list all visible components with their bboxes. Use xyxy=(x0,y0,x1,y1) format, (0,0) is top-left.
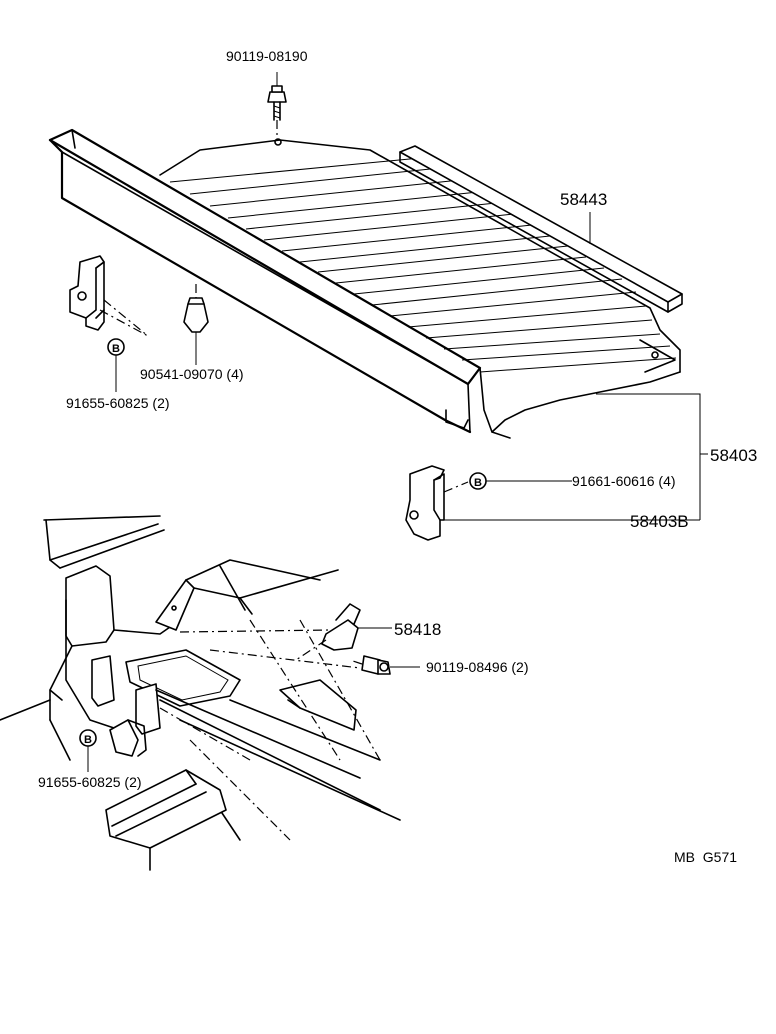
label-assembly: 58403 xyxy=(710,446,757,465)
deck-ribs xyxy=(169,157,677,373)
label-clip-left: 91655-60825 (2) xyxy=(66,395,170,411)
side-rail-58443 xyxy=(399,145,683,313)
bracket-left xyxy=(69,255,149,337)
marker-b-right: B xyxy=(469,472,572,490)
bolt-90119-08190 xyxy=(267,72,287,140)
vehicle-body xyxy=(0,515,401,871)
label-bracket: 58403B xyxy=(630,512,689,531)
bracket-58403b xyxy=(405,465,700,541)
label-hook: 58418 xyxy=(394,620,441,639)
hook-58418 xyxy=(295,603,392,661)
label-clip-bottom: 91655-60825 (2) xyxy=(38,774,142,790)
label-clip-right: 91661-60616 (4) xyxy=(572,473,676,489)
marker-b-label: B xyxy=(84,734,92,746)
assembly-leader xyxy=(596,393,708,520)
marker-b-bottom: B xyxy=(79,729,97,772)
label-side-rail: 58443 xyxy=(560,190,607,209)
plug-90541-09070 xyxy=(183,284,209,365)
label-bolt-hook: 90119-08496 (2) xyxy=(426,659,528,675)
marker-b-label: B xyxy=(112,343,120,355)
label-bolt-top: 90119-08190 xyxy=(226,48,308,64)
deck-board xyxy=(48,128,681,439)
bolt-90119-08496 xyxy=(349,655,420,675)
label-plug: 90541-09070 (4) xyxy=(140,366,244,382)
marker-b-label: B xyxy=(474,477,482,489)
label-diagram-code: MB G571 xyxy=(674,849,737,865)
marker-b-left: B xyxy=(107,338,125,392)
